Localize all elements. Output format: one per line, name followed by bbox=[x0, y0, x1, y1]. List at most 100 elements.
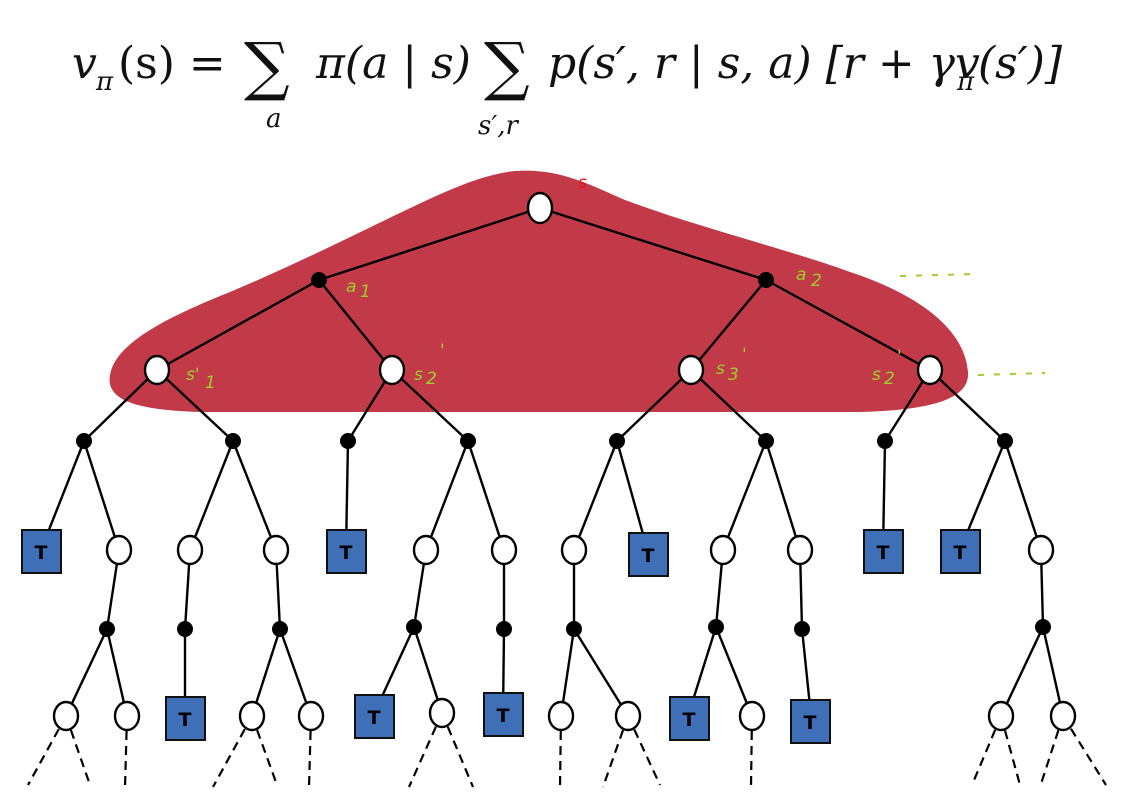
continuation-edge bbox=[27, 715, 67, 786]
state-node bbox=[738, 700, 766, 732]
terminal-label: T bbox=[368, 707, 381, 729]
continuation-edge bbox=[627, 715, 661, 786]
next-state-s3-prime: ' bbox=[742, 345, 747, 365]
action-a2-label: a bbox=[796, 265, 806, 285]
edge bbox=[539, 206, 767, 282]
edge bbox=[999, 626, 1045, 717]
action-a1-subscript: 1 bbox=[360, 282, 371, 302]
state-node bbox=[560, 534, 588, 566]
continuation-edge bbox=[1062, 715, 1107, 786]
edge bbox=[690, 279, 767, 371]
sum-symbol-outcomes: ∑ bbox=[484, 30, 530, 104]
next-state-s2b-subscript: 2 bbox=[884, 369, 895, 389]
terminal-label: T bbox=[954, 542, 967, 564]
edge bbox=[83, 369, 158, 442]
state-node bbox=[52, 700, 80, 732]
edge bbox=[391, 369, 469, 442]
terminal-label: T bbox=[497, 705, 510, 727]
action-node bbox=[177, 621, 193, 637]
terminal-label: T bbox=[340, 542, 353, 564]
state-node bbox=[113, 700, 141, 732]
terminal-node: T bbox=[863, 529, 904, 574]
edge bbox=[714, 626, 754, 717]
sum-actions-subscript: a bbox=[266, 104, 282, 134]
continuation-edge bbox=[407, 712, 444, 788]
action-node bbox=[311, 272, 327, 288]
state-node bbox=[1027, 534, 1055, 566]
edge bbox=[318, 279, 393, 371]
action-node bbox=[225, 433, 241, 449]
annotation-dash-upper bbox=[899, 273, 977, 277]
state-node bbox=[709, 534, 737, 566]
root-state-node bbox=[526, 191, 554, 225]
continuation-edge bbox=[1038, 715, 1065, 788]
policy-term: π(a | s) bbox=[315, 38, 471, 89]
action-node bbox=[758, 433, 774, 449]
continuation-edge bbox=[307, 715, 313, 788]
action-node bbox=[1035, 619, 1051, 635]
action-node bbox=[708, 619, 724, 635]
annotation-dash-lower bbox=[977, 372, 1046, 376]
continuation-edge bbox=[64, 715, 92, 786]
edge bbox=[466, 440, 506, 551]
continuation-edge bbox=[970, 715, 1003, 786]
action-node bbox=[997, 433, 1013, 449]
edge bbox=[412, 626, 444, 714]
state-node bbox=[547, 700, 575, 732]
terminal-node: T bbox=[165, 696, 206, 741]
edge bbox=[156, 278, 320, 372]
state-node bbox=[677, 354, 705, 386]
edge bbox=[156, 369, 234, 442]
highlighted-region bbox=[109, 170, 969, 412]
continuation-edge bbox=[212, 715, 253, 788]
edge bbox=[572, 628, 630, 717]
terminal-label: T bbox=[683, 709, 696, 731]
edge bbox=[929, 369, 1006, 442]
edge bbox=[82, 440, 121, 551]
state-node bbox=[412, 534, 440, 566]
edge bbox=[616, 369, 692, 442]
sum-outcomes-subscript: s′,r bbox=[478, 111, 520, 141]
terminal-label: T bbox=[35, 542, 48, 564]
terminal-label: T bbox=[877, 542, 890, 564]
terminal-node: T bbox=[669, 696, 710, 741]
action-node bbox=[758, 272, 774, 288]
continuation-edge bbox=[999, 715, 1022, 786]
continuation-edge bbox=[123, 715, 129, 788]
continuation-edge bbox=[558, 715, 563, 788]
equation-tail: (s′)] bbox=[978, 38, 1063, 89]
next-state-s2-subscript: 2 bbox=[426, 369, 437, 389]
terminal-node: T bbox=[628, 532, 669, 577]
edge bbox=[572, 440, 619, 551]
edge bbox=[764, 440, 802, 551]
state-node bbox=[105, 534, 133, 566]
state-node bbox=[238, 700, 266, 732]
state-node bbox=[916, 354, 944, 386]
transition-term: p(s′, r | s, a) [r + γv bbox=[548, 38, 980, 89]
state-node bbox=[987, 700, 1015, 732]
terminal-label: T bbox=[804, 712, 817, 734]
continuation-edge bbox=[749, 715, 754, 788]
state-node bbox=[1049, 700, 1077, 732]
continuation-edge bbox=[250, 715, 279, 786]
state-node bbox=[176, 534, 204, 566]
terminal-node: T bbox=[940, 529, 981, 574]
continuation-edge bbox=[440, 712, 475, 788]
edge bbox=[721, 440, 768, 551]
edge bbox=[765, 278, 931, 372]
action-a1-label: a bbox=[346, 277, 356, 297]
action-node bbox=[566, 621, 582, 637]
edge bbox=[1041, 626, 1065, 717]
state-node bbox=[786, 534, 814, 566]
equation-lhs-argument: (s) = bbox=[118, 38, 226, 89]
action-node bbox=[496, 621, 512, 637]
edge bbox=[188, 440, 235, 551]
next-state-s2-prime: ' bbox=[440, 341, 445, 361]
state-node bbox=[378, 354, 406, 386]
action-node bbox=[340, 433, 356, 449]
terminal-node: T bbox=[790, 699, 831, 744]
edge bbox=[1003, 440, 1043, 551]
root-state-label: s bbox=[578, 173, 587, 193]
action-node bbox=[877, 433, 893, 449]
action-a2-subscript: 2 bbox=[811, 271, 822, 291]
